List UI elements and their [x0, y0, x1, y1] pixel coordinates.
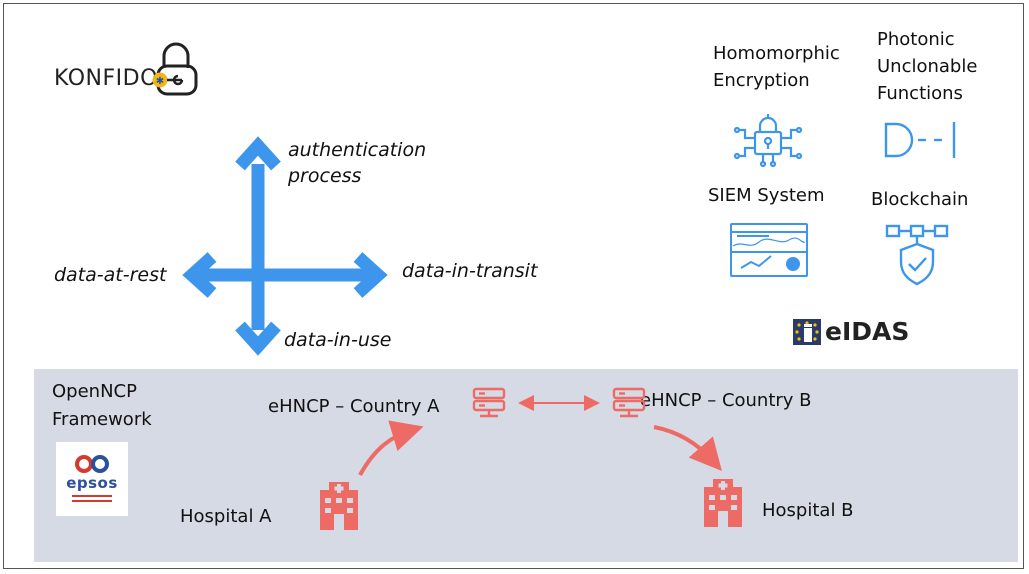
openncp-title-line-2: Framework: [52, 409, 152, 430]
openncp-title-line-1: OpenNCP: [52, 381, 137, 402]
arrow-up-head: [235, 136, 281, 171]
eidas-flag-icon: [793, 319, 821, 345]
epsos-logo-card: epsos: [56, 442, 128, 516]
arrow-left-head: [182, 252, 217, 298]
axis-label-data-in-transit: data-in-transit: [402, 260, 538, 282]
tech-label-blockchain: Blockchain: [871, 189, 969, 210]
siem-dashboard-icon: [730, 223, 808, 277]
country-b-label: eHNCP – Country B: [640, 390, 812, 411]
arrow-right-head: [353, 252, 388, 298]
hospital-a-to-server-arrow: [358, 420, 424, 476]
encryption-circuit-lock-icon: [733, 114, 803, 168]
hospital-a-icon: [320, 482, 358, 530]
epsos-logo-text: epsos: [66, 474, 118, 492]
arrow-down-head: [235, 321, 281, 356]
axis-label-data-at-rest: data-at-rest: [54, 264, 167, 286]
axis-label-data-in-use: data-in-use: [284, 329, 392, 351]
hospital-b-icon: [704, 479, 742, 527]
konfido-logo-text: KONFIDO: [54, 66, 158, 91]
security-axes-diagram: [182, 136, 388, 356]
tech-label-line: Photonic: [877, 29, 955, 50]
epsos-tagline-mark: [72, 500, 112, 502]
server-country-b-icon: [612, 387, 646, 418]
svg-text:✱: ✱: [156, 76, 164, 87]
epsos-tagline-mark: [72, 495, 112, 497]
eidas-logo-text: eIDAS: [825, 317, 910, 346]
tech-label-line: Functions: [877, 83, 963, 104]
server-country-a-icon: [472, 387, 506, 418]
hospital-b-label: Hospital B: [762, 500, 854, 521]
axis-label-authentication: authentication process: [288, 137, 426, 189]
konfido-lock-icon: ✱: [152, 42, 198, 96]
tech-label-line: Unclonable: [877, 56, 978, 77]
country-a-label: eHNCP – Country A: [268, 396, 440, 417]
photonic-unclonable-icon: [884, 122, 956, 158]
server-to-hospital-b-arrow: [653, 425, 722, 472]
epsos-infinity-icon: [75, 455, 109, 473]
tech-label-photonic-unclonable-functions: Photonic Unclonable Functions: [877, 26, 977, 107]
blockchain-shield-icon: [885, 224, 949, 286]
tech-label-line: Encryption: [713, 70, 810, 91]
openncp-framework-title: OpenNCP Framework: [52, 378, 152, 434]
tech-label-siem-system: SIEM System: [708, 185, 825, 206]
tech-label-homomorphic-encryption: Homomorphic Encryption: [713, 40, 840, 94]
tech-label-line: Homomorphic: [713, 43, 840, 64]
axis-label-up-line-1: authentication: [288, 139, 427, 161]
axis-label-up-line-2: process: [288, 165, 362, 187]
hospital-a-label: Hospital A: [180, 506, 272, 527]
